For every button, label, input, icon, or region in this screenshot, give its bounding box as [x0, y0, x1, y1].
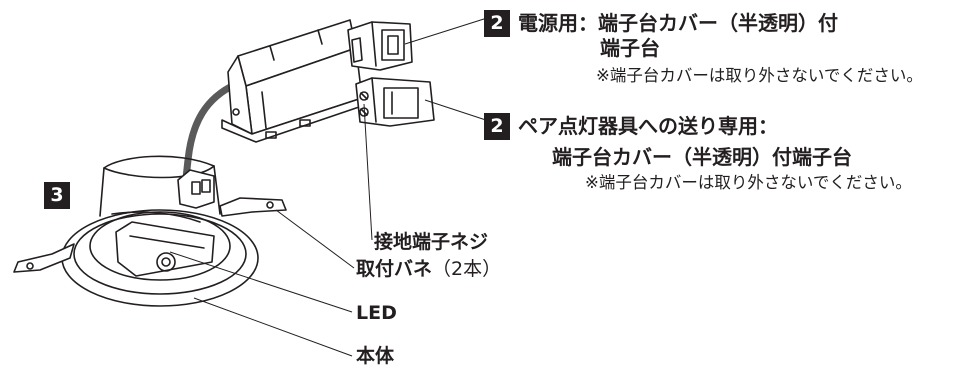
led-label: LED [356, 302, 397, 324]
power-terminal-title-line2: 端子台 [600, 36, 660, 60]
ground-screw-label: 接地端子ネジ [374, 231, 489, 253]
pair-terminal-note: ※端子台カバーは取り外さないでください。 [585, 173, 912, 192]
leader-body [193, 297, 353, 357]
leader-led [169, 251, 353, 313]
step-badge-power: 2 [484, 10, 510, 37]
junction-box [221, 19, 363, 143]
power-terminal-note: ※端子台カバーは取り外さないでください。 [596, 66, 923, 85]
body-label: 本体 [356, 345, 395, 367]
mounting-spring-left [13, 243, 75, 273]
pair-terminal-block [355, 77, 435, 127]
step-badge-pair: 2 [484, 113, 510, 140]
power-terminal-block [347, 21, 413, 71]
pair-terminal-title: ペア点灯器具への送り専用： [518, 114, 778, 138]
fixture-body [61, 155, 259, 307]
pair-terminal-title-line2: 端子台カバー（半透明）付端子台 [552, 145, 852, 169]
spring-count: （2本） [432, 258, 502, 280]
mounting-spring-right [219, 197, 287, 217]
leader-spring [275, 209, 355, 269]
power-terminal-title: 電源用：端子台カバー（半透明）付 [518, 11, 838, 35]
step-badge-body: 3 [44, 182, 70, 209]
leader-ground-screw [363, 103, 373, 241]
spring-label: 取付バネ（2本） [356, 258, 501, 280]
spring-label-text: 取付バネ [356, 258, 433, 280]
